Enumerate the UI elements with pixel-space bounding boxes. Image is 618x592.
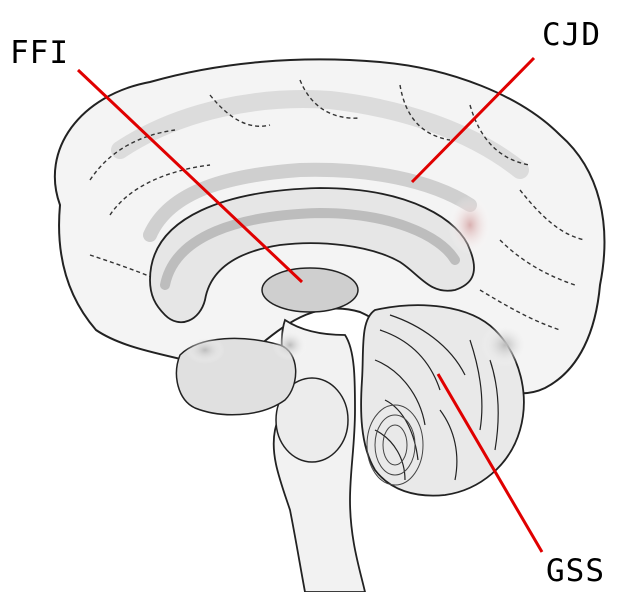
label-ffi: FFI bbox=[10, 38, 69, 69]
thalamus bbox=[262, 268, 358, 312]
label-gss: GSS bbox=[546, 556, 605, 587]
label-cjd: CJD bbox=[542, 20, 601, 51]
